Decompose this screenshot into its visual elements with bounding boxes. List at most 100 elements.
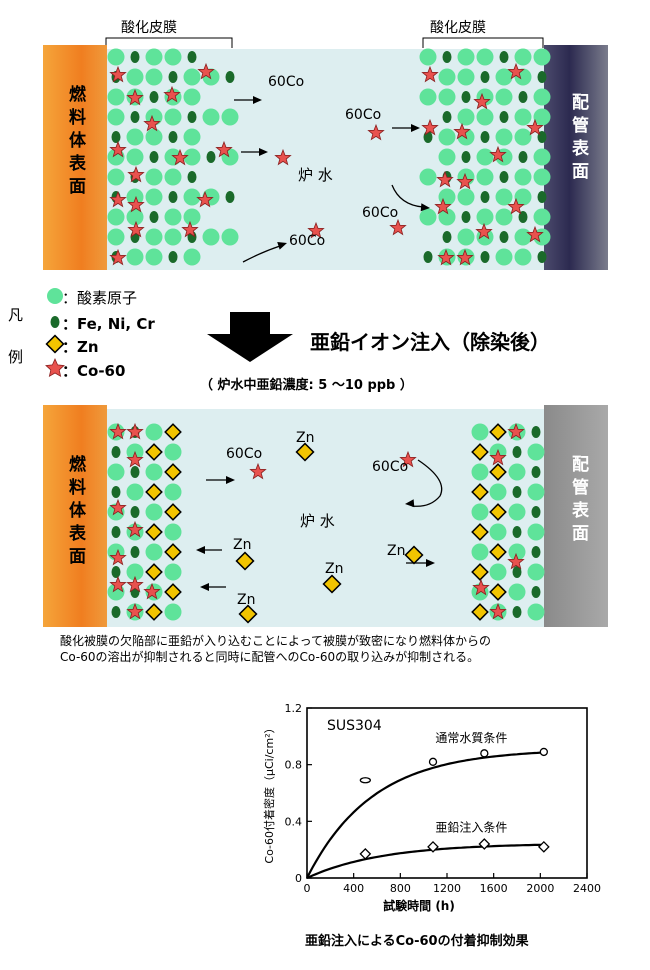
metal-atom: [531, 546, 541, 558]
metal-atom: [423, 251, 433, 263]
oxygen-atom: [438, 88, 456, 106]
cobalt-atom: [127, 165, 145, 183]
metal-atom: [512, 606, 522, 618]
oxygen-atom: [145, 543, 163, 561]
cobalt-atom: [421, 65, 439, 83]
oxygen-atom: [221, 108, 239, 126]
zinc-atom: [489, 543, 507, 561]
x-tick-label: 1200: [433, 882, 461, 895]
oxygen-atom-icon: [47, 288, 63, 304]
metal-atom: [499, 51, 509, 63]
metal-atom: [187, 171, 197, 183]
oxygen-atom: [514, 248, 532, 266]
oxygen-atom: [126, 128, 144, 146]
cobalt-atom-icon: [45, 358, 65, 377]
metal-atom: [130, 51, 140, 63]
metal-atom: [537, 251, 547, 263]
oxygen-atom: [164, 483, 182, 501]
legend-title-2: 例: [8, 348, 24, 366]
cobalt-atom: [472, 578, 490, 596]
x-tick-label: 1600: [480, 882, 508, 895]
bottom-atoms-layer: [107, 422, 545, 624]
cobalt-atom: [307, 221, 325, 239]
oxygen-atom: [183, 128, 201, 146]
metal-atom: [130, 546, 140, 558]
cobalt-atom: [367, 123, 385, 141]
cobalt-atom: [456, 172, 474, 190]
oxygen-atom: [164, 168, 182, 186]
oxygen-atom: [471, 543, 489, 561]
zinc-atom: [404, 545, 424, 565]
oxygen-atom: [164, 523, 182, 541]
metal-atom: [168, 251, 178, 263]
zn-label: Zn: [296, 430, 315, 446]
oxygen-atom: [438, 128, 456, 146]
oxygen-atom: [145, 423, 163, 441]
metal-atom: [537, 71, 547, 83]
cobalt-atom: [109, 140, 127, 158]
cobalt-atom: [126, 422, 144, 440]
zinc-atom: [164, 543, 182, 561]
oxygen-atom: [438, 188, 456, 206]
metal-atom: [111, 446, 121, 458]
zinc-atom-icon: [45, 334, 65, 354]
x-axis-label: 試験時間 (h): [383, 898, 455, 913]
oxygen-atom: [476, 168, 494, 186]
pipe-surface-top: 配管表面: [544, 45, 608, 270]
cobalt-atom: [434, 197, 452, 215]
zinc-atom: [164, 423, 182, 441]
metal-atom: [512, 566, 522, 578]
cobalt-atom: [163, 85, 181, 103]
oxygen-atom: [438, 68, 456, 86]
oxygen-atom: [489, 483, 507, 501]
oxygen-atom: [533, 208, 551, 226]
oxygen-atom: [107, 48, 125, 66]
cobalt-atom: [453, 122, 471, 140]
oxygen-atom: [164, 603, 182, 621]
oxygen-atom: [183, 88, 201, 106]
data-point-zinc: [359, 848, 372, 860]
cobalt-atom: [143, 114, 161, 132]
oxygen-atom: [495, 88, 513, 106]
oxygen-atom: [438, 148, 456, 166]
cobalt-atom: [109, 575, 127, 593]
y-axis-label: Co-60付着密度（μCi/cm²）: [262, 722, 276, 863]
oxygen-atom: [514, 128, 532, 146]
metal-atom: [531, 426, 541, 438]
zinc-atom: [471, 603, 489, 621]
oxygen-atom: [508, 463, 526, 481]
oxygen-atom: [202, 228, 220, 246]
cobalt-atom: [421, 118, 439, 136]
metal-atom: [442, 51, 452, 63]
co60-label: 60Co: [226, 446, 263, 462]
oxygen-atom: [145, 48, 163, 66]
zn-label: Zn: [237, 592, 256, 608]
oxygen-atom: [145, 248, 163, 266]
oxygen-atom: [126, 248, 144, 266]
metal-atom-icon: [50, 316, 60, 328]
caption-line-1: 酸化被膜の欠陥部に亜鉛が入り込むことによって被膜が致密になり燃料体からの: [60, 634, 492, 648]
co60-label: 60Co: [372, 459, 409, 475]
zinc-atom: [471, 523, 489, 541]
metal-atom: [531, 466, 541, 478]
oxygen-atom: [457, 48, 475, 66]
cobalt-atom: [507, 62, 525, 80]
oxygen-atom: [145, 168, 163, 186]
zinc-atom: [471, 483, 489, 501]
bottom-diagram: 燃料体表面 配管表面 炉 水 60Co 60Co Zn Zn Zn Zn Zn: [0, 400, 650, 630]
oxygen-atom: [164, 228, 182, 246]
metal-atom: [149, 211, 159, 223]
oxygen-atom: [489, 523, 507, 541]
reactor-water-label: 炉 水: [298, 166, 333, 184]
zinc-atom: [489, 583, 507, 601]
oxygen-atom: [471, 423, 489, 441]
oxygen-atom: [457, 108, 475, 126]
oxygen-atom: [107, 168, 125, 186]
co60-label: 60Co: [345, 107, 382, 123]
arrow-line: [411, 459, 443, 507]
metal-atom: [187, 111, 197, 123]
chart-caption: 亜鉛注入によるCo-60の付着抑制効果: [305, 934, 529, 949]
arrow-head: [196, 546, 205, 554]
metal-atom: [168, 191, 178, 203]
metal-atom: [512, 486, 522, 498]
